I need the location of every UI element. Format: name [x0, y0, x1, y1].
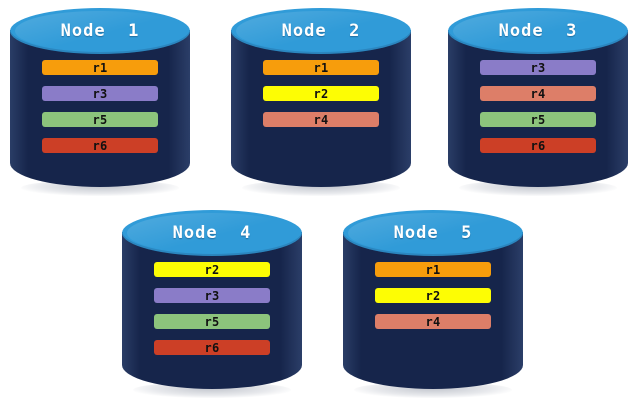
cylinder-top-ellipse: [343, 210, 523, 256]
replica-bar-r5[interactable]: r5: [154, 314, 270, 329]
cylinder-top-ellipse: [122, 210, 302, 256]
node-label: Node 3: [498, 21, 578, 41]
database-node-5[interactable]: Node 5 r1 r2 r4: [343, 210, 523, 398]
database-node-2[interactable]: Node 2 r1 r2 r4: [231, 8, 411, 196]
node-label: Node 4: [172, 223, 252, 243]
replica-bar-r3[interactable]: r3: [42, 86, 158, 101]
replica-bar-r5[interactable]: r5: [480, 112, 596, 127]
replica-list: r3 r4 r5 r6: [448, 60, 628, 153]
node-label: Node 1: [60, 21, 140, 41]
database-cylinder-icon: [122, 210, 302, 395]
replica-bar-r4[interactable]: r4: [375, 314, 491, 329]
cylinder-top-ellipse: [10, 8, 190, 54]
replica-bar-r6[interactable]: r6: [480, 138, 596, 153]
cylinder-body: [231, 30, 411, 187]
replica-bar-r2[interactable]: r2: [375, 288, 491, 303]
cylinder-body: [448, 30, 628, 187]
replica-bar-r4[interactable]: r4: [263, 112, 379, 127]
cylinder-body: [10, 30, 190, 187]
replica-list: r2 r3 r5 r6: [122, 262, 302, 355]
cylinder-top-ellipse: [231, 8, 411, 54]
database-cylinder-icon: [448, 8, 628, 193]
replica-list: r1 r2 r4: [343, 262, 523, 329]
replica-bar-r3[interactable]: r3: [154, 288, 270, 303]
replica-list: r1 r2 r4: [231, 60, 411, 127]
database-node-1[interactable]: Node 1 r1 r3 r5 r6: [10, 8, 190, 196]
database-node-3[interactable]: Node 3 r3 r4 r5 r6: [448, 8, 628, 196]
replica-list: r1 r3 r5 r6: [10, 60, 190, 153]
node-label: Node 2: [281, 21, 361, 41]
replica-bar-r2[interactable]: r2: [154, 262, 270, 277]
replica-bar-r3[interactable]: r3: [480, 60, 596, 75]
replica-bar-r1[interactable]: r1: [375, 262, 491, 277]
database-cylinder-icon: [343, 210, 523, 395]
cylinder-top-ellipse: [448, 8, 628, 54]
replica-bar-r5[interactable]: r5: [42, 112, 158, 127]
replica-bar-r2[interactable]: r2: [263, 86, 379, 101]
database-node-4[interactable]: Node 4 r2 r3 r5 r6: [122, 210, 302, 398]
database-cylinder-icon: [10, 8, 190, 193]
replica-bar-r4[interactable]: r4: [480, 86, 596, 101]
replica-bar-r6[interactable]: r6: [42, 138, 158, 153]
cylinder-body: [343, 232, 523, 389]
replica-bar-r1[interactable]: r1: [263, 60, 379, 75]
cylinder-body: [122, 232, 302, 389]
replica-bar-r6[interactable]: r6: [154, 340, 270, 355]
database-cylinder-icon: [231, 8, 411, 193]
replica-bar-r1[interactable]: r1: [42, 60, 158, 75]
node-label: Node 5: [393, 223, 473, 243]
